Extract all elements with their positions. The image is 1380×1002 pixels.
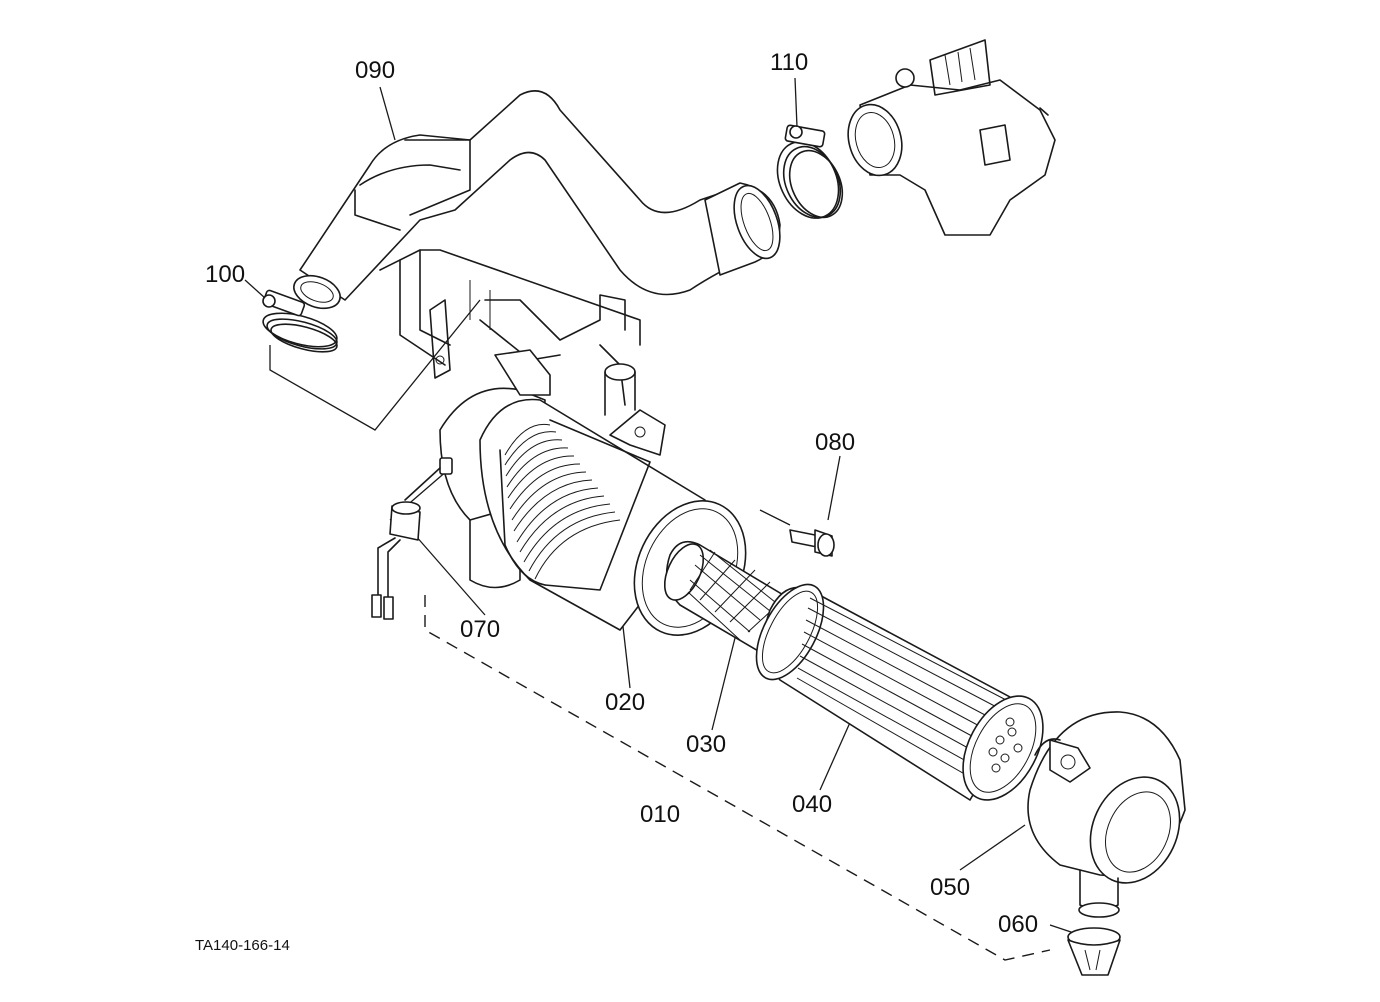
- cover-050: [1027, 711, 1186, 918]
- assembly-010-dashed-line: [424, 595, 1051, 961]
- callout-020: 020: [605, 689, 645, 716]
- filter-element-040: [755, 583, 1044, 801]
- dust-indicator-070: [371, 467, 441, 620]
- bolt-080: [789, 529, 835, 557]
- callout-010: 010: [640, 801, 680, 828]
- pleat-lines: [796, 597, 1011, 785]
- hose-clamp-100: [262, 289, 338, 353]
- callout-060: 060: [998, 911, 1038, 938]
- callout-050: 050: [930, 874, 970, 901]
- air-cleaner-body-020: [439, 349, 747, 636]
- drawing-code: TA140-166-14: [195, 937, 290, 954]
- callout-110: 110: [770, 49, 808, 76]
- intake-hose-090: [293, 90, 781, 310]
- ribbed-section: [499, 419, 651, 591]
- callout-labels: 090 110 100 080 070 020 030 040 010 050 …: [195, 49, 1038, 954]
- callout-080: 080: [815, 429, 855, 456]
- engine-intake-manifold: [847, 39, 1056, 236]
- callout-100: 100: [205, 261, 245, 288]
- callout-040: 040: [792, 791, 832, 818]
- evacuator-valve-060: [1067, 927, 1121, 976]
- callout-070: 070: [460, 616, 500, 643]
- callout-090: 090: [355, 57, 395, 84]
- mesh-pattern: [687, 549, 786, 641]
- callout-030: 030: [686, 731, 726, 758]
- mounting-bracket: [379, 249, 641, 416]
- hose-clamp-110: [776, 124, 844, 219]
